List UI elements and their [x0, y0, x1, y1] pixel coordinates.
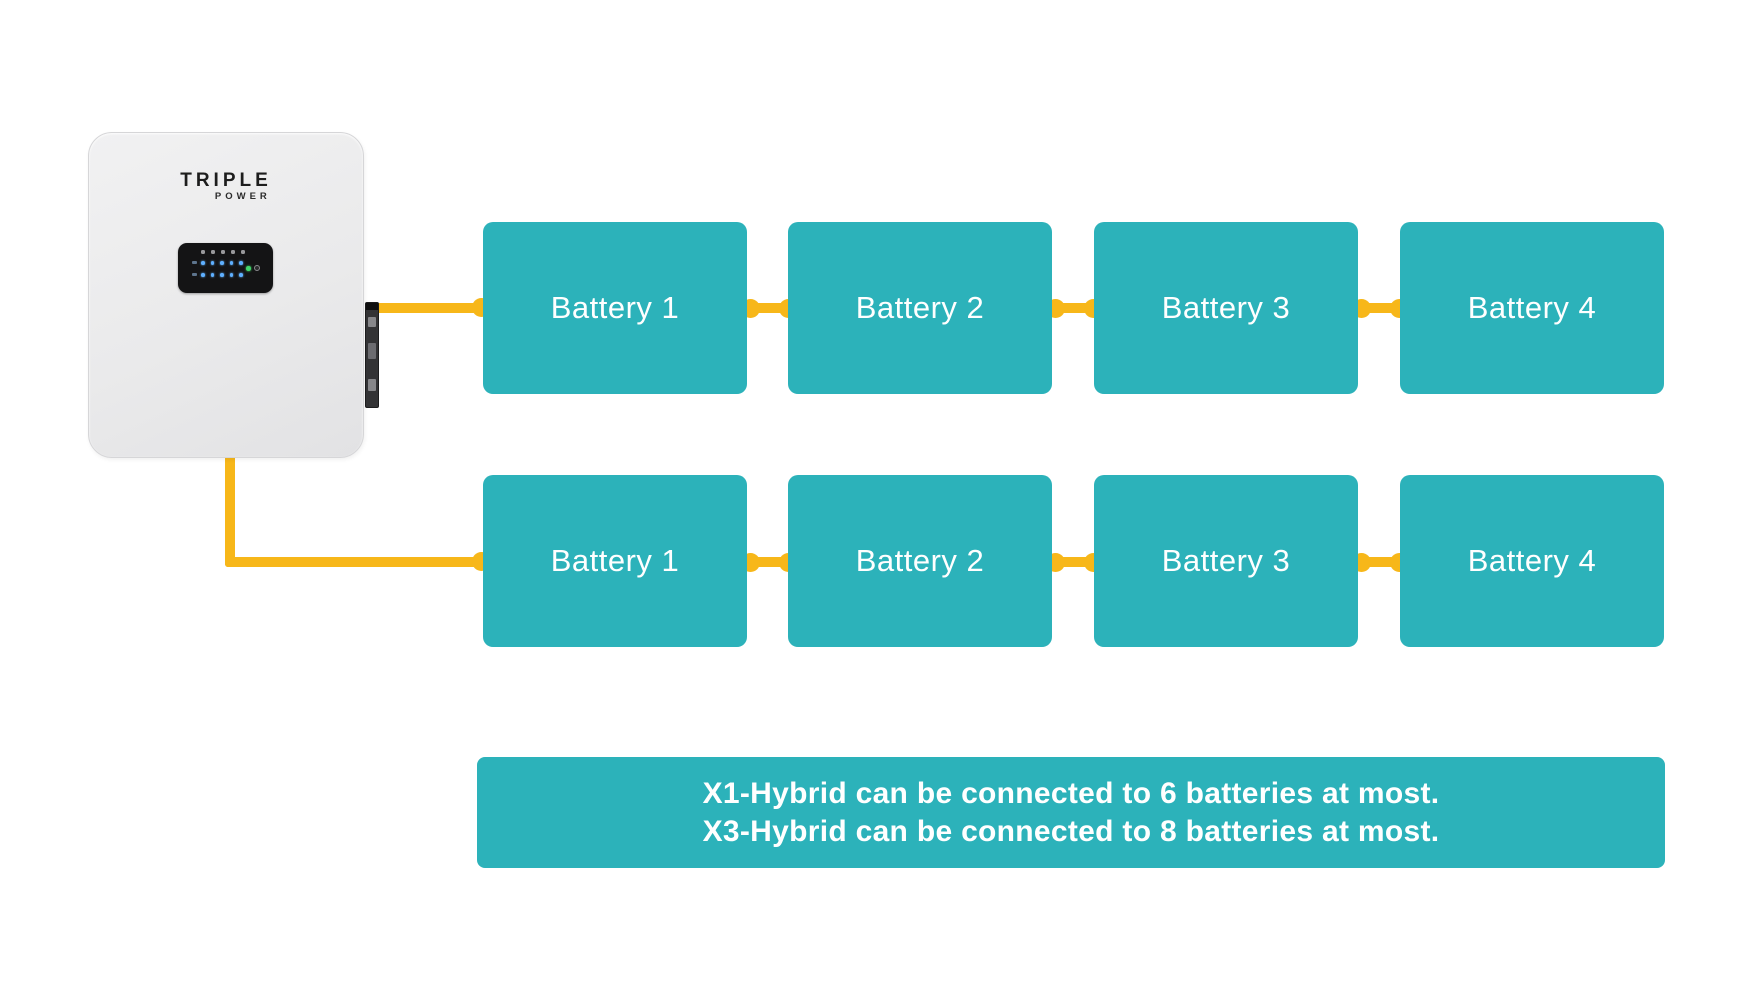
battery-link-r1-1-2: [740, 298, 798, 318]
led-dot: [210, 261, 214, 265]
panel-icon: [211, 250, 215, 254]
cable-inverter-down: [225, 450, 235, 567]
battery-box: Battery 2: [788, 475, 1052, 647]
battery-label: Battery 2: [855, 290, 985, 325]
battery-link-r2-2-3: [1045, 552, 1103, 572]
led-row: [201, 261, 243, 265]
battery-label: Battery 2: [855, 543, 985, 578]
port-terminal: [368, 379, 376, 391]
battery-box: Battery 4: [1400, 222, 1664, 394]
led-dot: [220, 273, 224, 277]
panel-icon: [241, 250, 245, 254]
battery-link-r2-1-2: [740, 552, 798, 572]
led-display-panel: [178, 243, 273, 293]
led-dot: [239, 261, 243, 265]
inverter-unit: TRIPLE POWER: [88, 132, 364, 458]
panel-icon: [231, 250, 235, 254]
battery-box: Battery 2: [788, 222, 1052, 394]
battery-label: Battery 4: [1467, 543, 1597, 578]
battery-label: Battery 1: [550, 290, 680, 325]
battery-port-connector: [365, 302, 379, 408]
led-dot: [201, 273, 205, 277]
cable-inverter-to-row2: [225, 557, 481, 567]
battery-label: Battery 4: [1467, 290, 1597, 325]
brand-subname: POWER: [214, 191, 271, 202]
led-dot: [229, 261, 233, 265]
brand-name: TRIPLE: [180, 170, 272, 191]
led-row-tag: [192, 273, 197, 276]
led-dot: [239, 273, 243, 277]
cable-inverter-to-row1: [372, 303, 481, 313]
note-banner: X1-Hybrid can be connected to 6 batterie…: [477, 757, 1665, 868]
note-line-1: X1-Hybrid can be connected to 6 batterie…: [702, 776, 1440, 810]
battery-link-r2-3-4: [1351, 552, 1409, 572]
battery-label: Battery 3: [1161, 543, 1291, 578]
led-row: [201, 273, 243, 277]
battery-link-r1-3-4: [1351, 298, 1409, 318]
note-line-2: X3-Hybrid can be connected to 8 batterie…: [702, 814, 1440, 848]
led-dot: [210, 273, 214, 277]
power-led: [246, 266, 251, 271]
led-dot: [201, 261, 205, 265]
port-cap: [366, 303, 378, 310]
battery-box: Battery 1: [483, 475, 747, 647]
battery-link-r1-2-3: [1045, 298, 1103, 318]
led-dot: [220, 261, 224, 265]
panel-icon: [221, 250, 225, 254]
battery-label: Battery 1: [550, 543, 680, 578]
battery-box: Battery 4: [1400, 475, 1664, 647]
battery-box: Battery 1: [483, 222, 747, 394]
port-terminal: [368, 317, 376, 327]
panel-icon: [201, 250, 205, 254]
panel-status-icons: [201, 250, 245, 254]
led-dot: [229, 273, 233, 277]
brand-logo: TRIPLE POWER: [180, 170, 272, 202]
battery-label: Battery 3: [1161, 290, 1291, 325]
panel-button-icon: [254, 265, 260, 271]
led-row-tag: [192, 261, 197, 264]
port-terminal: [368, 343, 376, 359]
battery-box: Battery 3: [1094, 475, 1358, 647]
battery-box: Battery 3: [1094, 222, 1358, 394]
